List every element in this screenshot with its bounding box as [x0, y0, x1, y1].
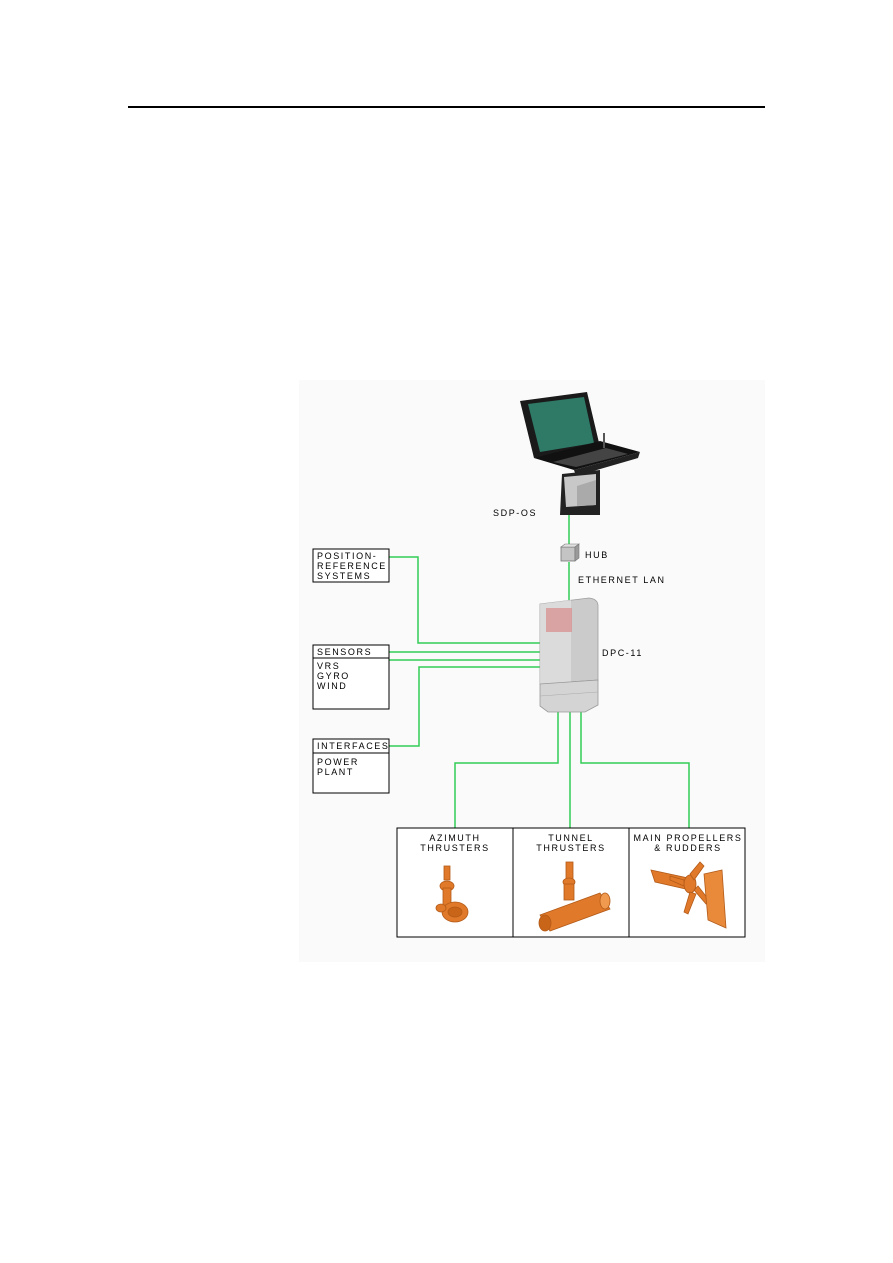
- position-reference-line-1: POSITION-: [317, 551, 377, 561]
- hub-label: HUB: [585, 550, 609, 560]
- azimuth-link: [454, 712, 559, 828]
- position-reference-box: POSITION- REFERENCE SYSTEMS: [312, 548, 390, 583]
- propeller-label-line-1: MAIN PROPELLERS: [633, 833, 742, 843]
- position-reference-line-2: REFERENCE: [317, 561, 387, 571]
- interfaces-link: [389, 666, 540, 747]
- interfaces-box: INTERFACES POWER PLANT: [312, 738, 390, 794]
- sensors-item: GYRO: [317, 671, 350, 681]
- dpc-cabinet: [539, 597, 599, 713]
- hub-icon: [560, 543, 580, 562]
- interfaces-item: POWER: [317, 757, 359, 767]
- sensors-title: SENSORS: [317, 647, 372, 657]
- sensors-box: SENSORS VRS GYRO WIND: [312, 644, 390, 710]
- controller-label: DPC-11: [602, 648, 643, 658]
- tunnel-label-line-2: THRUSTERS: [536, 843, 605, 853]
- interfaces-title: INTERFACES: [317, 741, 390, 751]
- sensors-item: VRS: [317, 661, 340, 671]
- connection-lines: [389, 515, 690, 828]
- cabinet-indicator: [546, 608, 572, 632]
- azimuth-label-line-2: THRUSTERS: [420, 843, 489, 853]
- tunnel-thruster-icon: [538, 861, 611, 932]
- console-label: SDP-OS: [493, 508, 537, 518]
- lan-label: ETHERNET LAN: [578, 575, 666, 585]
- header-rule: [128, 106, 765, 108]
- azimuth-label-line-1: AZIMUTH: [429, 833, 480, 843]
- propeller-rudder-icon: [650, 861, 727, 929]
- position-reference-line-3: SYSTEMS: [317, 571, 371, 581]
- sdp-os-console: [520, 392, 640, 515]
- position-reference-link: [389, 556, 540, 644]
- propeller-link: [580, 712, 690, 828]
- tunnel-label-line-1: TUNNEL: [548, 833, 594, 843]
- interfaces-item: PLANT: [317, 767, 354, 777]
- sensors-item: WIND: [317, 681, 347, 691]
- propeller-label-line-2: & RUDDERS: [654, 843, 721, 853]
- azimuth-thruster-icon: [435, 865, 469, 923]
